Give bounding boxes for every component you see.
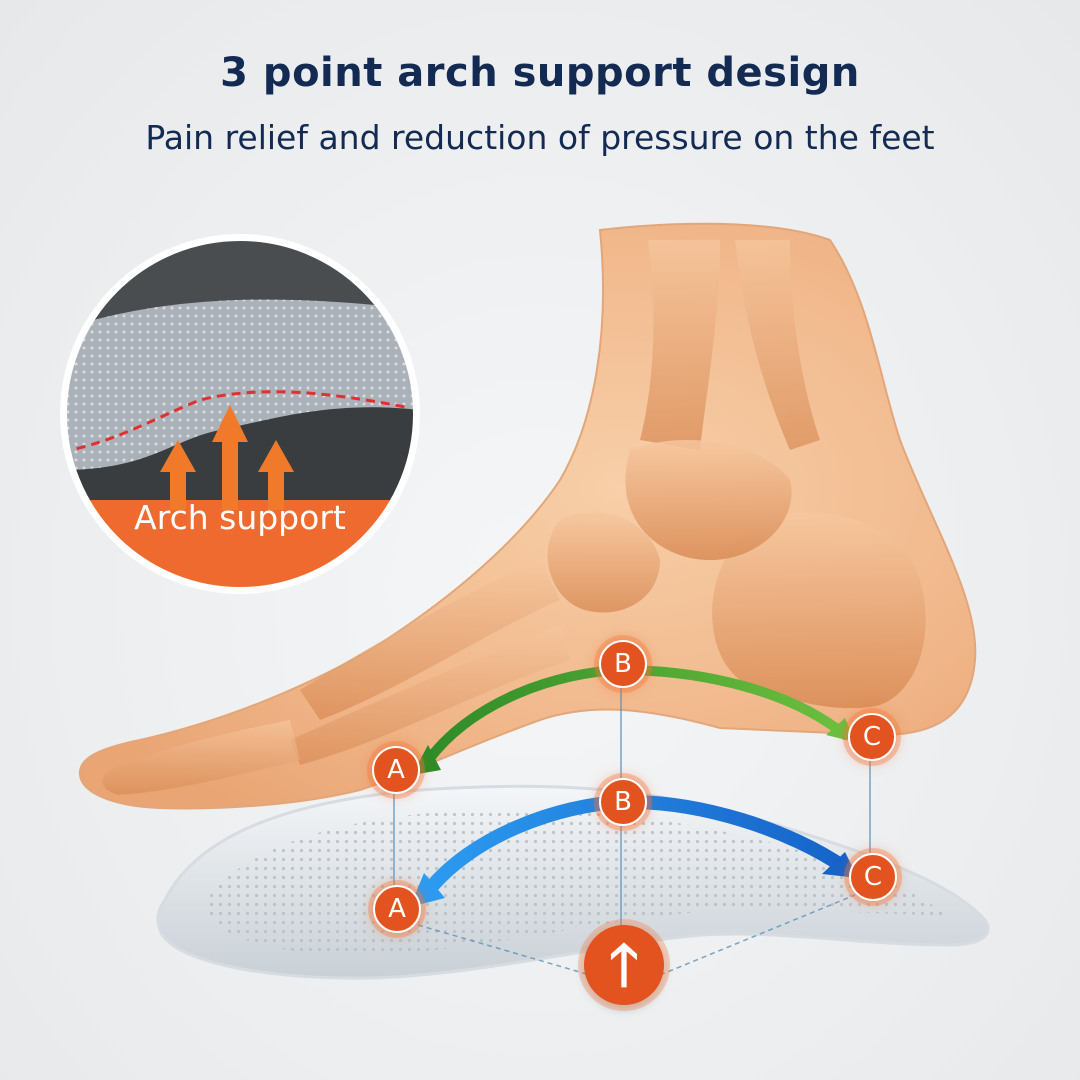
toe-bones xyxy=(102,720,300,795)
insole-point-c: C xyxy=(849,853,897,901)
callout-contour-line xyxy=(64,390,411,454)
page-title: 3 point arch support design xyxy=(220,50,860,96)
foot-point-c: C xyxy=(848,713,896,761)
foot-illustration xyxy=(78,222,977,810)
heel-bone xyxy=(712,512,926,709)
foot-arc-right-head xyxy=(826,718,855,742)
talus-bone xyxy=(625,440,792,560)
callout-up-arrows xyxy=(160,405,294,510)
arch-support-label: Arch support xyxy=(134,498,346,537)
tibia-bone xyxy=(640,240,720,450)
page-subtitle: Pain relief and reduction of pressure on… xyxy=(145,118,935,157)
pressure-guides xyxy=(417,894,856,976)
insole-point-a: A xyxy=(373,885,421,933)
fibula-bone xyxy=(735,240,820,450)
metatarsal-bone-1 xyxy=(300,560,560,720)
insole-point-b: B xyxy=(599,778,647,826)
up-arrow-icon: 🡑 xyxy=(584,925,664,1005)
foot-point-a: A xyxy=(372,746,420,794)
foot-point-b: B xyxy=(599,640,647,688)
alignment-guides xyxy=(393,684,871,930)
tarsal-bone xyxy=(547,512,660,613)
metatarsal-bone-2 xyxy=(290,625,570,765)
arch-support-callout xyxy=(60,234,420,594)
